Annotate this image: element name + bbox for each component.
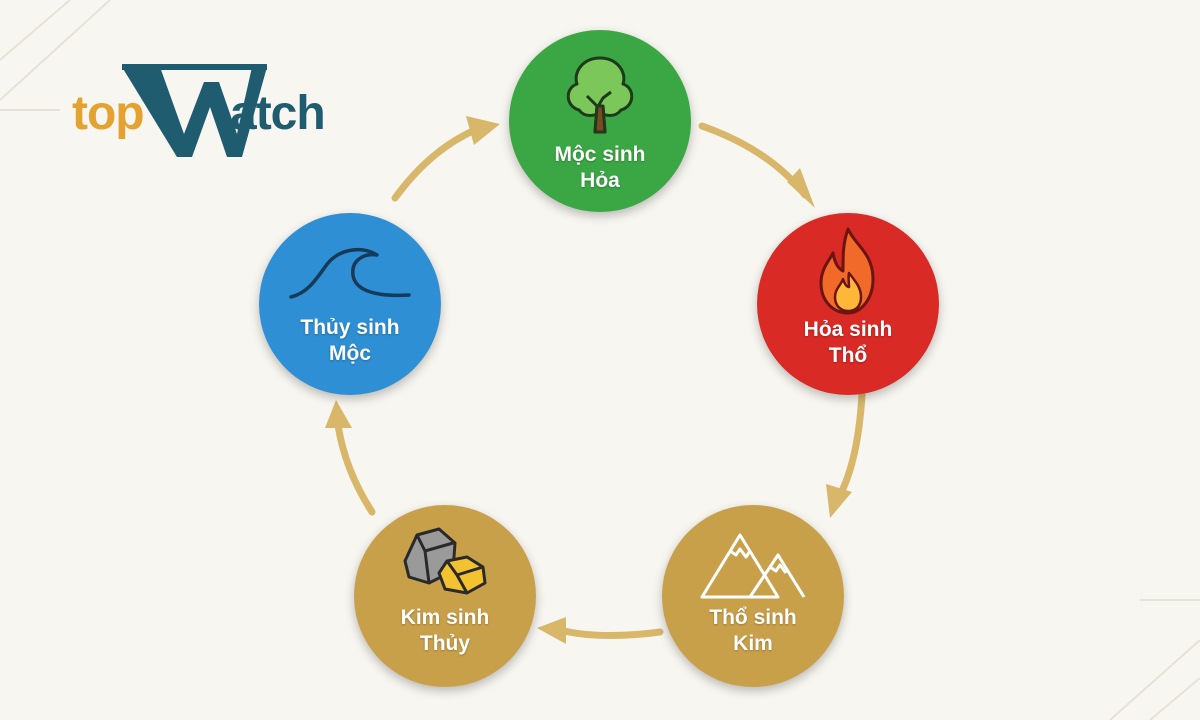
node-wood-line2: Hỏa [580, 169, 620, 192]
wave-icon [289, 247, 411, 299]
node-water-line1: Thủy sinh [300, 316, 400, 339]
arrowhead-wood-to-fire [787, 168, 815, 208]
node-fire-line2: Thổ [828, 344, 868, 367]
arrow-water-to-wood [391, 126, 479, 202]
logo-w-mark [122, 64, 267, 157]
node-wood: Mộc sinh Hỏa [509, 30, 691, 212]
logo-text-atch: atch [230, 87, 326, 140]
tree-icon [566, 56, 634, 134]
node-earth: Thổ sinh Kim [662, 505, 844, 687]
rock-icon [403, 527, 487, 595]
node-water-line2: Mộc [329, 342, 371, 365]
node-fire: Hỏa sinh Thổ [757, 213, 939, 395]
node-metal-line2: Thủy [419, 632, 471, 655]
arrowhead-metal-to-water [325, 400, 352, 428]
arrow-wood-to-fire [698, 122, 809, 199]
topwatch-logo: top atch [70, 64, 355, 170]
node-metal: Kim sinh Thủy [354, 505, 536, 687]
arrowhead-earth-to-metal [537, 617, 566, 644]
arrowhead-fire-to-earth [826, 484, 852, 518]
logo-text-top: top [72, 87, 145, 140]
node-wood-line1: Mộc sinh [554, 143, 646, 166]
node-water: Thủy sinh Mộc [259, 213, 441, 395]
node-fire-line1: Hỏa sinh [803, 318, 893, 341]
node-metal-line1: Kim sinh [400, 606, 490, 629]
arrow-metal-to-water [334, 421, 376, 516]
arrow-fire-to-earth [836, 391, 866, 499]
node-earth-line1: Thổ sinh [709, 606, 797, 629]
node-earth-line2: Kim [733, 632, 773, 655]
mountain-icon [700, 533, 806, 599]
arrowhead-water-to-wood [466, 116, 500, 145]
fire-icon [819, 227, 875, 315]
arrow-earth-to-metal [556, 626, 664, 640]
